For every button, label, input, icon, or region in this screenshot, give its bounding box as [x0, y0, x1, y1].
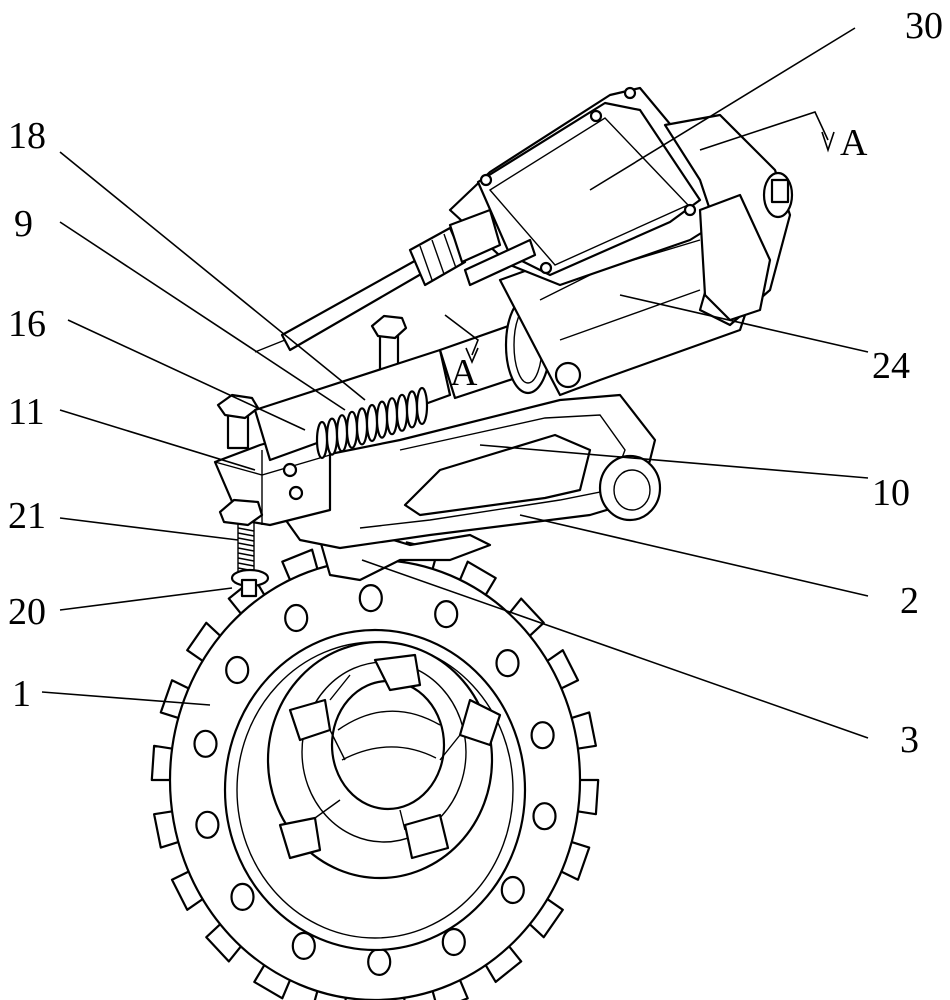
- label-18: 18: [8, 115, 46, 157]
- spring-coil: [385, 397, 399, 436]
- rim-hole: [225, 655, 250, 685]
- spring-coil: [335, 414, 349, 453]
- rim-hole: [495, 648, 520, 678]
- spring-coil: [345, 410, 359, 449]
- screw-thread: [237, 552, 255, 557]
- screw-thread: [237, 557, 255, 562]
- spring-coil: [405, 390, 419, 429]
- rim-hole: [441, 927, 466, 957]
- rim-hole: [434, 599, 459, 629]
- part-labels: 30 A 18 9 16 A 24 11 10 21 2 20 1 3: [8, 5, 943, 761]
- label-1: 1: [12, 673, 31, 715]
- section-mark: [444, 111, 835, 365]
- rim-hole: [230, 882, 255, 912]
- leader-lines: [41, 27, 869, 739]
- label-21: 21: [8, 495, 46, 537]
- label-30: 30: [905, 5, 943, 47]
- rim-hole: [193, 729, 218, 758]
- screw-thread: [237, 547, 255, 552]
- rim-hole: [195, 810, 220, 839]
- toothed-wheel: [150, 538, 600, 1000]
- label-A-bottom: A: [450, 352, 478, 394]
- gear-box: [448, 86, 794, 327]
- label-20: 20: [8, 591, 46, 633]
- rim-hole: [284, 603, 309, 633]
- lever-arm: [248, 393, 662, 550]
- spring-coil: [395, 393, 409, 432]
- spring-coil: [415, 386, 429, 426]
- rim-hole: [530, 721, 555, 750]
- spring-coil: [375, 400, 389, 439]
- label-16: 16: [8, 303, 46, 345]
- label-A-top: A: [840, 122, 868, 164]
- label-3: 3: [900, 719, 919, 761]
- label-24: 24: [872, 345, 910, 387]
- spring-coil: [355, 407, 369, 446]
- screw-thread: [237, 527, 255, 532]
- rim-hole: [358, 583, 383, 613]
- spring-assembly: [253, 295, 552, 462]
- screw-thread: [237, 562, 255, 567]
- rim-hole: [291, 931, 316, 961]
- label-10: 10: [872, 472, 910, 514]
- label-2: 2: [900, 580, 919, 622]
- spring-coil: [325, 417, 339, 456]
- cable-rod: [254, 208, 537, 353]
- spring-coil: [365, 403, 379, 443]
- screw-thread: [237, 532, 255, 537]
- screw-thread: [237, 537, 255, 542]
- rim-hole: [532, 802, 557, 831]
- label-9: 9: [14, 203, 33, 245]
- rim-hole: [367, 947, 392, 977]
- spring-coil: [315, 420, 329, 460]
- label-11: 11: [8, 391, 45, 433]
- screw-thread: [237, 542, 255, 547]
- adjusting-screw: [218, 498, 270, 598]
- rim-hole: [500, 875, 525, 905]
